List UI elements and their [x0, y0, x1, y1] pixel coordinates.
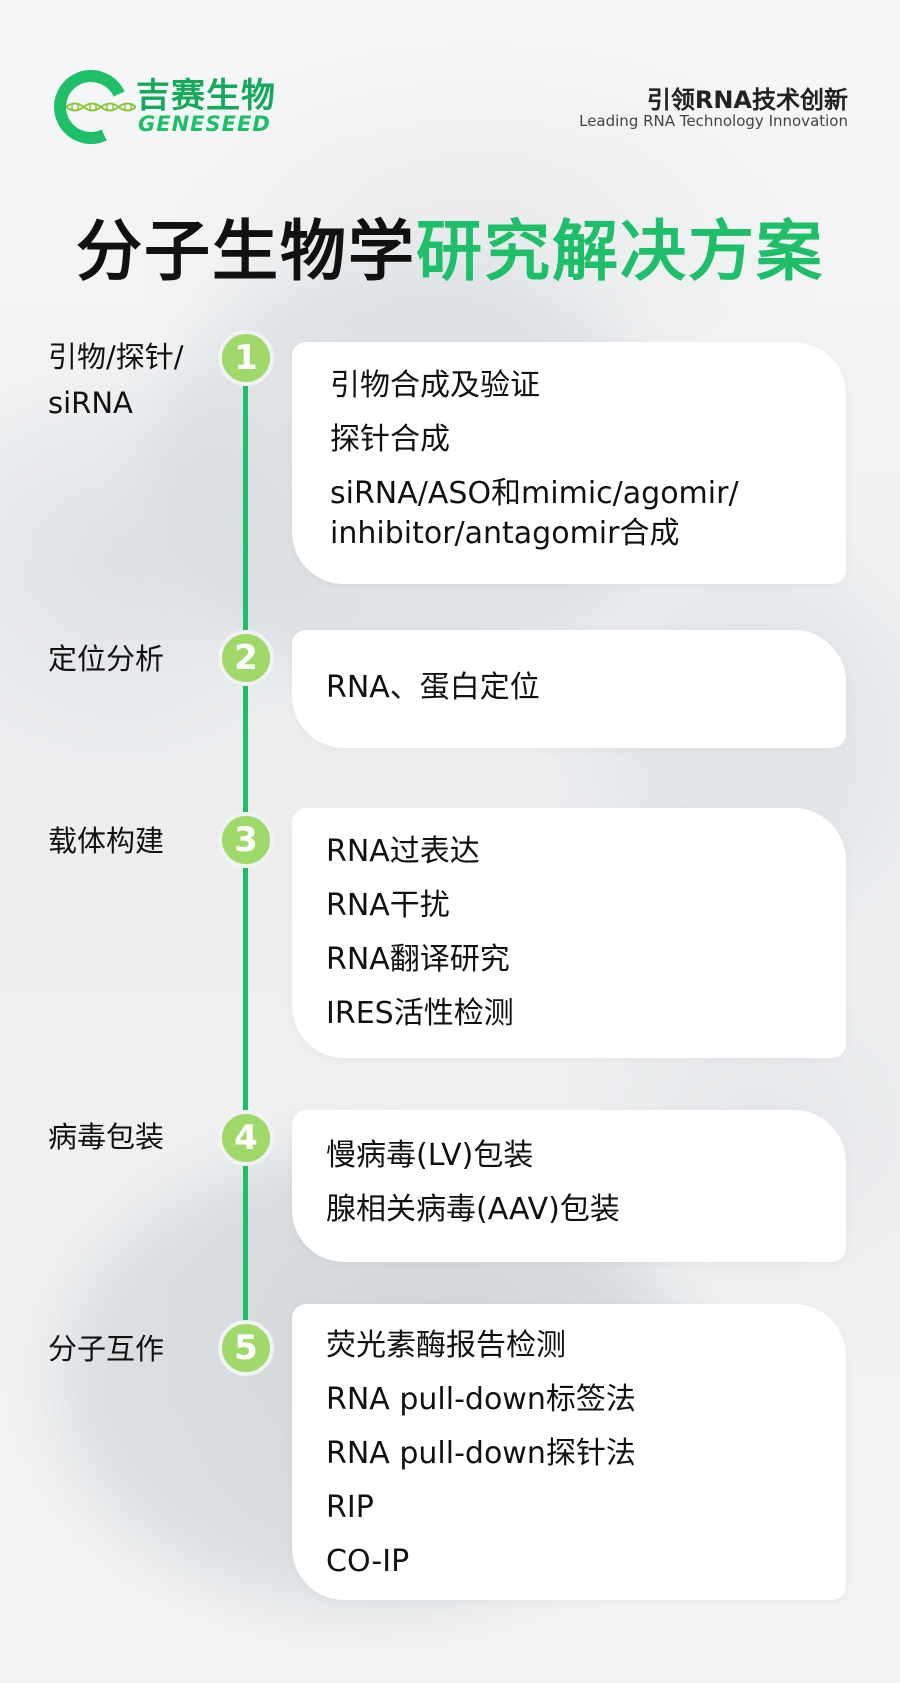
step-5-item: RNA pull-down探针法 [326, 1436, 636, 1471]
step-1-label-line2: siRNA [48, 386, 133, 420]
step-3-label: 载体构建 [48, 818, 164, 864]
step-1-label-line1: 引物/探针/ [48, 340, 184, 374]
step-3-item: IRES活性检测 [326, 996, 514, 1031]
title-part1: 分子生物学 [76, 213, 416, 290]
step-5-item: RIP [326, 1490, 374, 1525]
step-4-card: 慢病毒(LV)包装 腺相关病毒(AAV)包装 [292, 1110, 846, 1262]
brand-name-en: GENESEED [138, 112, 271, 136]
step-2-number: 2 [218, 630, 274, 686]
step-5-item: 荧光素酶报告检测 [326, 1328, 566, 1363]
step-5-label: 分子互作 [48, 1326, 164, 1372]
page-title: 分子生物学研究解决方案 [0, 212, 900, 292]
step-2-label: 定位分析 [48, 636, 164, 682]
step-5-item: CO-IP [326, 1544, 410, 1579]
slogan-cn: 引领RNA技术创新 [646, 86, 848, 114]
header: 吉赛生物 GENESEED 引领RNA技术创新 Leading RNA Tech… [0, 0, 900, 200]
step-1-label: 引物/探针/ siRNA [48, 334, 184, 426]
step-2-label-line1: 定位分析 [48, 642, 165, 676]
title-part2: 研究解决方案 [416, 213, 824, 290]
step-1-item: 探针合成 [330, 422, 450, 457]
step-1-number: 1 [218, 330, 274, 386]
step-3-label-line1: 载体构建 [48, 824, 165, 858]
step-4-label-line1: 病毒包装 [48, 1120, 165, 1154]
step-3-item: RNA干扰 [326, 888, 450, 923]
step-4-label: 病毒包装 [48, 1114, 164, 1160]
step-2-item: RNA、蛋白定位 [326, 670, 540, 705]
brand-name-cn: 吉赛生物 [136, 76, 276, 116]
step-1-card: 引物合成及验证 探针合成 siRNA/ASO和mimic/agomir/ inh… [292, 342, 846, 584]
step-5-label-line1: 分子互作 [48, 1332, 165, 1366]
step-1-item: 引物合成及验证 [330, 368, 540, 403]
dna-helix-icon [66, 102, 136, 112]
slogan-en: Leading RNA Technology Innovation [579, 112, 848, 130]
step-1-item: siRNA/ASO和mimic/agomir/ [330, 476, 739, 511]
step-3-item: RNA翻译研究 [326, 942, 510, 977]
step-4-number: 4 [218, 1110, 274, 1166]
step-5-item: RNA pull-down标签法 [326, 1382, 636, 1417]
step-3-number: 3 [218, 812, 274, 868]
step-3-item: RNA过表达 [326, 834, 480, 869]
step-5-card: 荧光素酶报告检测 RNA pull-down标签法 RNA pull-down探… [292, 1304, 846, 1600]
step-2-card: RNA、蛋白定位 [292, 630, 846, 748]
step-5-number: 5 [218, 1320, 274, 1376]
step-4-item: 腺相关病毒(AAV)包装 [326, 1192, 620, 1227]
step-1-item: inhibitor/antagomir合成 [330, 516, 680, 551]
step-3-card: RNA过表达 RNA干扰 RNA翻译研究 IRES活性检测 [292, 808, 846, 1058]
step-4-item: 慢病毒(LV)包装 [326, 1138, 534, 1173]
